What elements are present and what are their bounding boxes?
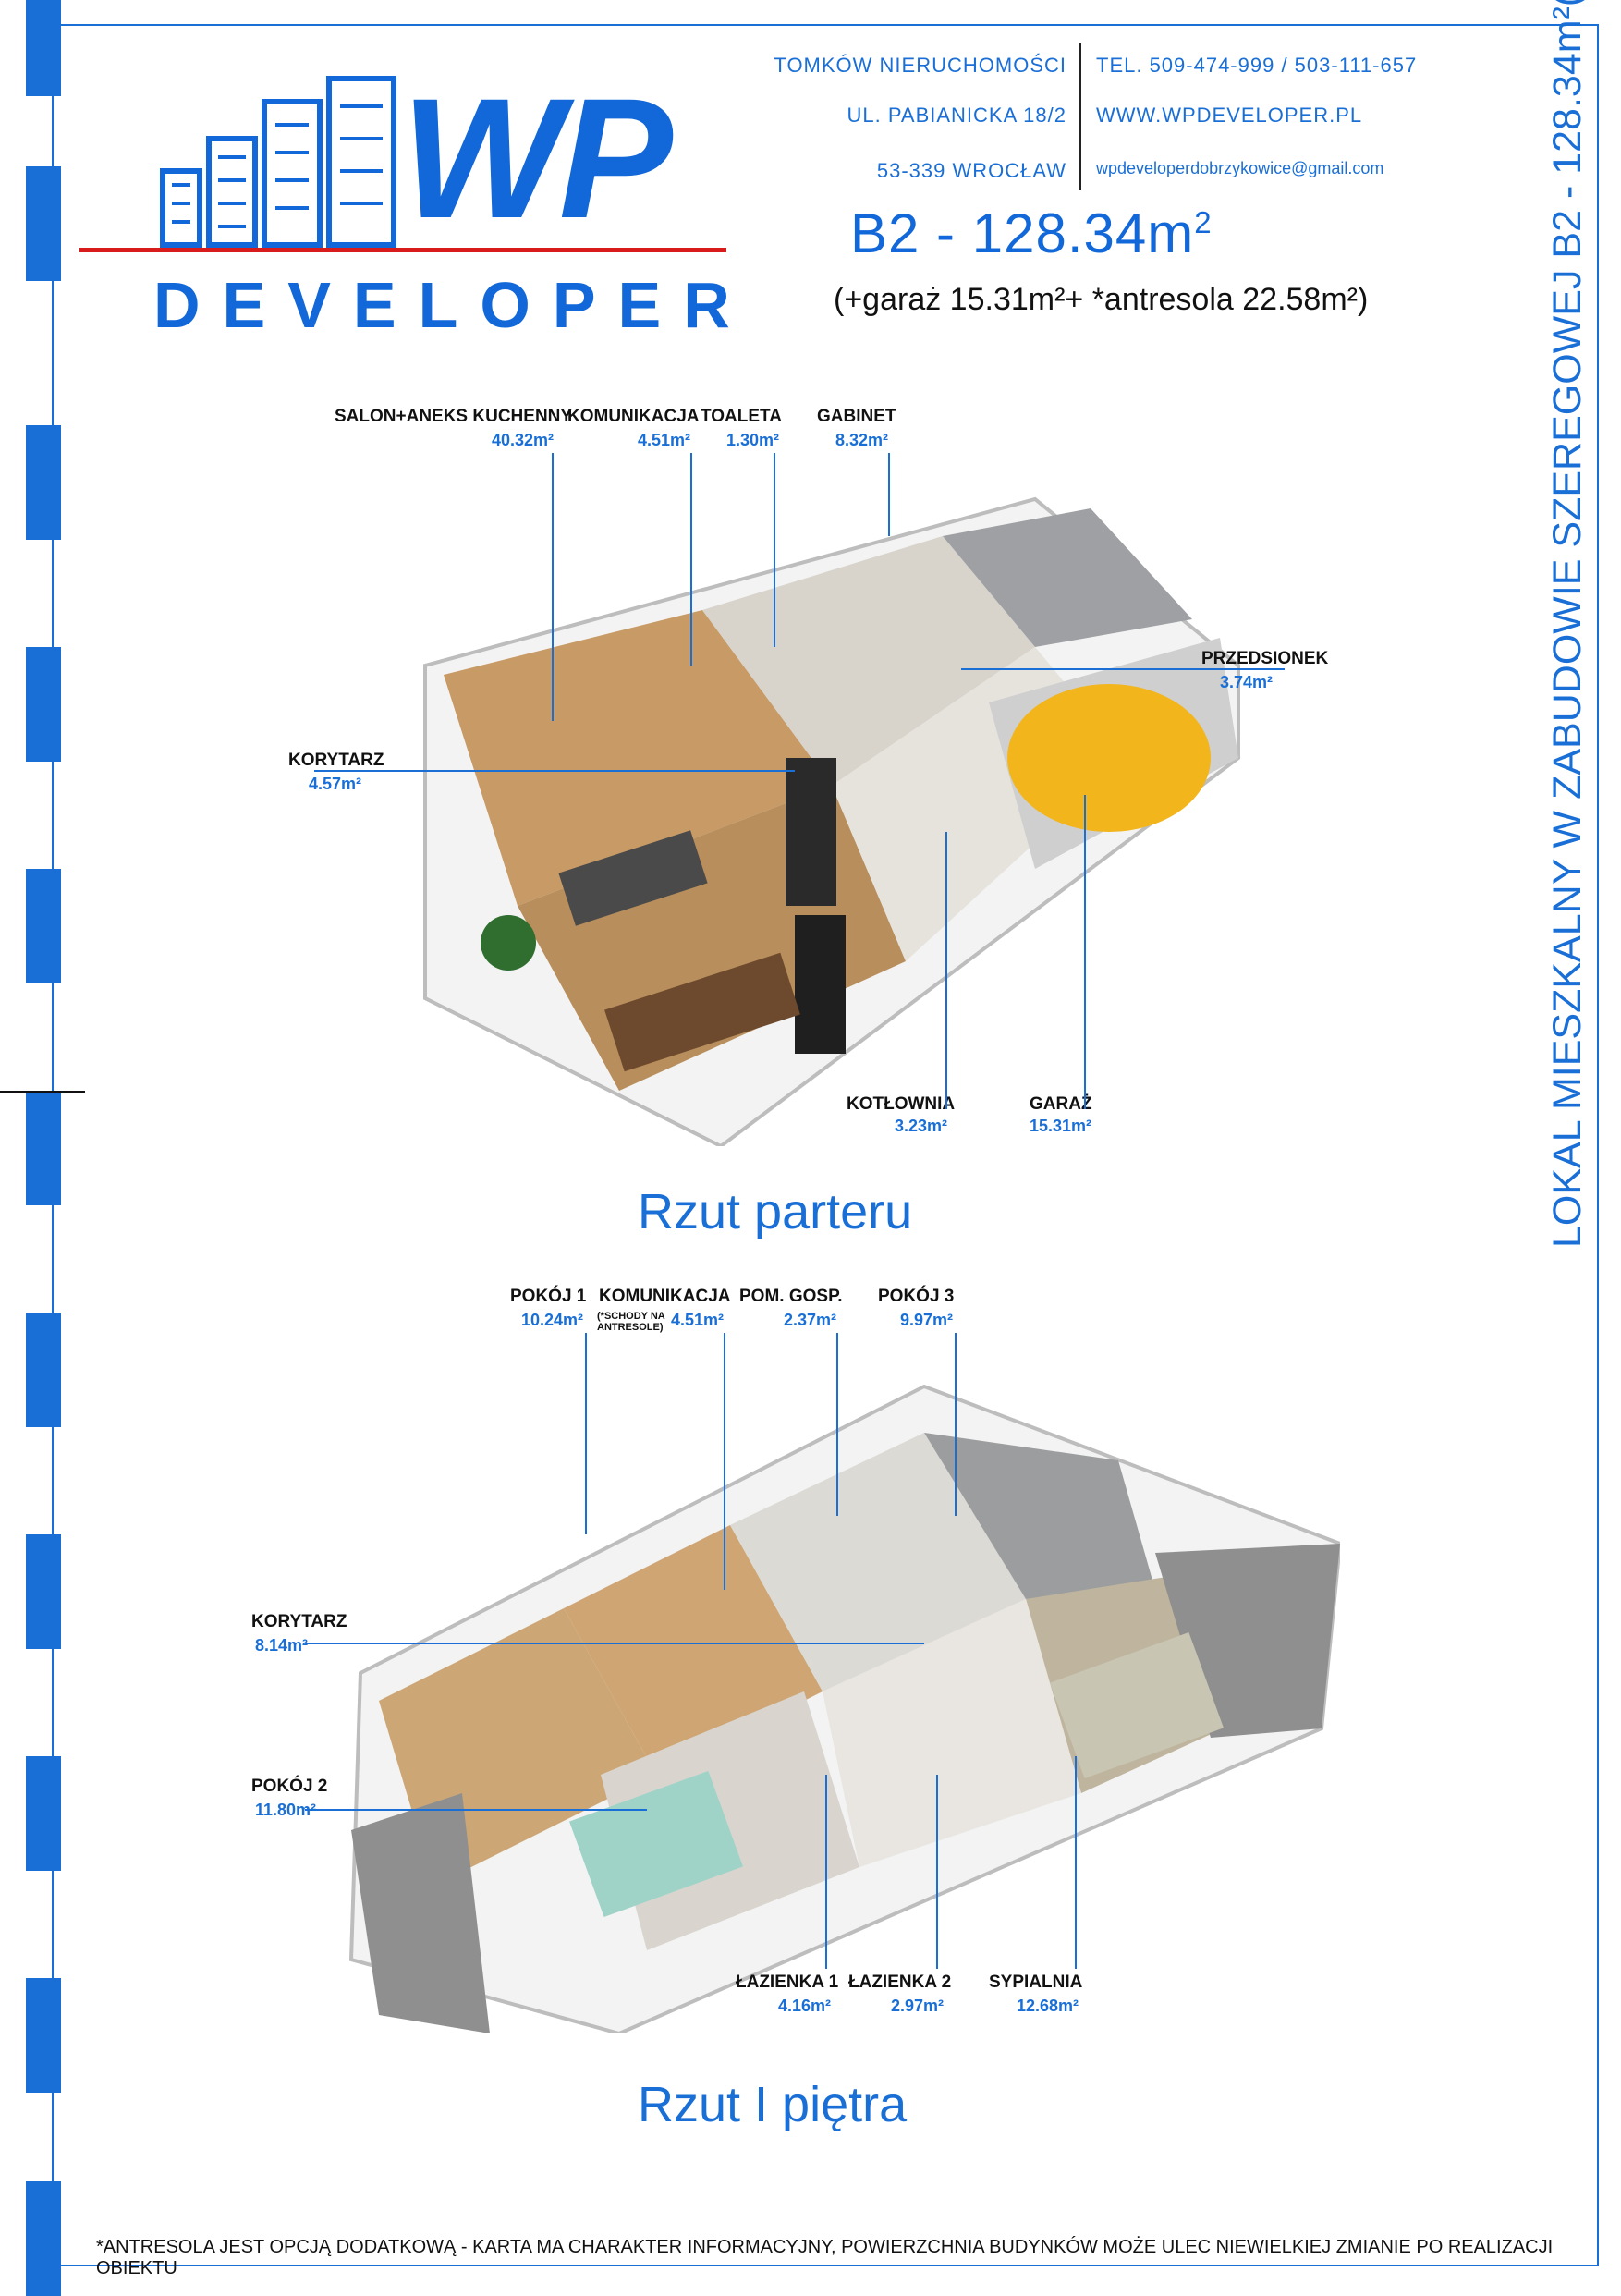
- room-label: PRZEDSIONEK: [1201, 649, 1329, 668]
- side-tab: [26, 1534, 61, 1649]
- contact-separator: [1079, 43, 1081, 190]
- logo-wordmark: WP: [401, 64, 673, 254]
- room-area: 4.51m²: [671, 1311, 725, 1329]
- side-tab: [26, 166, 61, 281]
- address-line-3: 53-339 WROCŁAW: [876, 159, 1066, 182]
- side-tab: [26, 2181, 61, 2296]
- room-area: 2.97m²: [891, 1997, 945, 2015]
- address-line-1: TOMKÓW NIERUCHOMOŚCI: [774, 54, 1066, 77]
- side-tab: [26, 1756, 61, 1871]
- room-label: POKÓJ 2: [251, 1777, 328, 1796]
- room-label: SALON+ANEKS KUCHENNY: [335, 407, 573, 426]
- first-floor-render: [348, 1384, 1340, 2033]
- room-area: 12.68m²: [1017, 1997, 1079, 2015]
- room-label: SYPIALNIA: [989, 1972, 1083, 1992]
- divider: [0, 1091, 85, 1093]
- room-label: ŁAZIENKA 1: [736, 1972, 839, 1992]
- side-tab: [26, 869, 61, 983]
- room-label: KOMUNIKACJA: [567, 407, 700, 426]
- logo-subtitle: DEVELOPER: [153, 269, 752, 341]
- room-label: ŁAZIENKA 2: [848, 1972, 952, 1992]
- room-area: 4.51m²: [638, 431, 691, 449]
- side-tab: [26, 647, 61, 762]
- room-area: 9.97m²: [900, 1311, 954, 1329]
- unit-title: B2 - 128.34m2: [850, 202, 1213, 264]
- unit-extras: (+garaż 15.31m²+ *antresola 22.58m²): [834, 282, 1369, 317]
- room-area: 8.32m²: [835, 431, 889, 449]
- room-label: KORYTARZ: [288, 751, 384, 770]
- address-line-2: UL. PABIANICKA 18/2: [847, 104, 1066, 127]
- room-label: GABINET: [817, 407, 896, 426]
- side-tab: [26, 1313, 61, 1427]
- room-area: 1.30m²: [726, 431, 780, 449]
- room-label: KORYTARZ: [251, 1612, 347, 1631]
- side-tab: [26, 425, 61, 540]
- footer-disclaimer: *ANTRESOLA JEST OPCJĄ DODATKOWĄ - KARTA …: [96, 2237, 1554, 2278]
- company-logo: WP DEVELOPER: [79, 64, 730, 341]
- room-area: 40.32m²: [492, 431, 555, 449]
- room-area: 10.24m²: [521, 1311, 584, 1329]
- side-tab: [26, 1978, 61, 2093]
- side-tab: [26, 1091, 61, 1205]
- room-area: 11.80m²: [255, 1801, 317, 1819]
- buildings-icon: [160, 76, 396, 248]
- ground-floor-title: Rzut parteru: [638, 1184, 913, 1240]
- first-floor-title: Rzut I piętra: [638, 2077, 908, 2132]
- room-label: GARAŻ: [1030, 1094, 1092, 1114]
- room-area: 3.23m²: [895, 1117, 948, 1135]
- room-label: POM. GOSP.: [739, 1287, 843, 1306]
- room-label: POKÓJ 1: [510, 1287, 587, 1306]
- website-link[interactable]: WWW.WPDEVELOPER.PL: [1096, 104, 1363, 127]
- room-label: POKÓJ 3: [878, 1287, 955, 1306]
- ground-floor-render: [423, 496, 1240, 1146]
- room-area: 15.31m²: [1030, 1117, 1092, 1135]
- room-area: 3.74m²: [1220, 673, 1274, 691]
- side-tab: [26, 0, 61, 96]
- room-label: KOMUNIKACJA: [599, 1287, 731, 1306]
- room-label: KOTŁOWNIA: [847, 1094, 956, 1114]
- room-area: 2.37m²: [784, 1311, 837, 1329]
- email-link[interactable]: wpdeveloperdobrzykowice@gmail.com: [1096, 159, 1384, 177]
- room-label: TOALETA: [701, 407, 782, 426]
- room-area: 4.16m²: [778, 1997, 832, 2015]
- phone: TEL. 509-474-999 / 503-111-657: [1096, 54, 1418, 77]
- stairs-note: (*SCHODY NA ANTRESOLE): [597, 1311, 665, 1334]
- logo-underline: [79, 248, 726, 252]
- room-area: 8.14m²: [255, 1636, 309, 1655]
- room-area: 4.57m²: [309, 775, 362, 793]
